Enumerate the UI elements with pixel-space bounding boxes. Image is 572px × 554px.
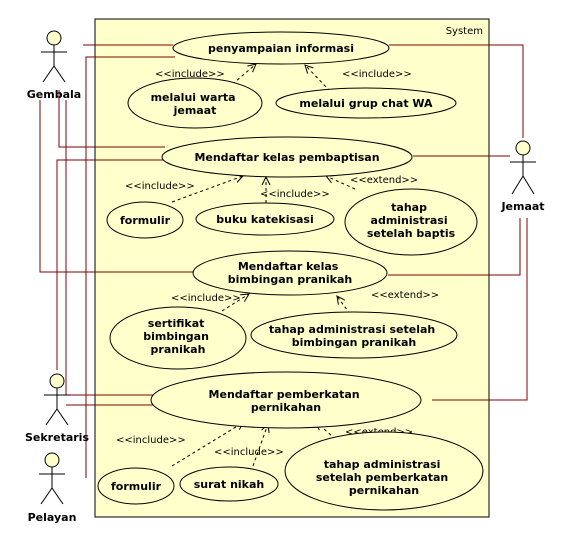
associations [39,44,528,478]
usecase-buku-katekisasi[interactable] [195,202,335,236]
assoc-pelayan-informasi [85,56,175,478]
assoc-gembala-pembaptisan [58,90,165,148]
usecase-surat-nikah[interactable] [179,466,279,502]
usecase-pemberkatan-label: Mendaftar pemberkatan pernikahan [209,388,364,414]
dep-include-grup [305,65,331,92]
dep-extend-pranikah [337,296,351,315]
usecase-surat-nikah-label: surat nikah [194,478,265,491]
usecase-sertifikat[interactable] [109,306,247,370]
dependencies [171,64,356,467]
system-label: System [446,26,483,37]
label-include-formulir-2: <<include>> [116,435,186,446]
usecase-admin-baptis-label: tahap administrasi setelah baptis [367,201,456,240]
actor-jemaat-head [515,140,531,156]
actor-jemaat[interactable] [510,140,536,195]
usecase-admin-baptis[interactable] [344,188,478,256]
usecase-kelas-pembaptisan-label: Mendaftar kelas pembaptisan [194,151,379,164]
actor-jemaat-label: Jemaat [500,200,544,213]
actor-sekretaris-head [49,373,65,389]
label-extend-pranikah: <<extend>> [371,290,439,301]
assoc-sekretaris-pembaptisan [56,159,165,370]
usecase-warta-jemaat[interactable] [127,77,263,129]
label-include-grup: <<include>> [342,69,412,80]
usecase-admin-pemberkatan[interactable] [284,431,484,511]
usecase-grup-chat-label: melalui grup chat WA [299,97,433,110]
label-include-buku: <<include>> [260,189,330,200]
assoc-jemaat-pemberkatan [432,218,528,401]
dep-extend-baptis [326,176,356,190]
usecase-warta-jemaat-label: melalui warta jemaat [151,91,240,117]
usecase-penyampaian-informasi-label: penyampaian informasi [208,42,354,55]
label-include-warta: <<include>> [155,69,225,80]
actor-pelayan-label: Pelayan [28,511,77,524]
label-include-sertifikat: <<include>> [171,293,241,304]
label-include-surat: <<include>> [214,447,284,458]
actor-gembala[interactable] [41,30,67,83]
actor-gembala-label: Gembala [27,88,81,101]
usecase-kelas-pranikah-label: Mendaftar kelas bimbingan pranikah [228,260,352,286]
usecase-formulir-1-label: formulir [120,214,171,227]
actor-pelayan-head [44,452,60,468]
usecase-admin-pemberkatan-label: tahap administrasi setelah pemberkatan p… [316,458,452,497]
assoc-gembala-pranikah [39,100,193,273]
usecase-grup-chat[interactable] [275,87,457,119]
usecase-kelas-pembaptisan[interactable] [161,136,413,178]
usecase-kelas-pranikah[interactable] [192,250,388,296]
usecase-formulir-1[interactable] [106,201,184,239]
dep-include-sertifikat [221,294,249,312]
use-case-labels: penyampaian informasi melalui warta jema… [111,42,456,497]
actor-gembala-head [46,30,62,46]
dep-include-surat [252,424,268,467]
assoc-jemaat-informasi [389,44,524,138]
usecase-buku-katekisasi-label: buku katekisasi [216,213,314,226]
usecase-admin-pranikah[interactable] [250,311,458,359]
actor-pelayan[interactable] [39,452,65,505]
usecase-penyampaian-informasi[interactable] [172,31,390,65]
usecase-admin-pranikah-label: tahap administrasi setelah bimbingan pra… [269,323,439,349]
usecase-pemberkatan[interactable] [150,371,422,429]
usecase-sertifikat-label: sertifikat bimbingan pranikah [143,317,213,356]
usecase-formulir-2-label: formulir [111,480,162,493]
use-cases [97,31,484,511]
usecase-formulir-2[interactable] [97,467,175,505]
label-include-formulir-1: <<include>> [125,181,195,192]
actor-sekretaris[interactable] [44,373,70,426]
label-extend-baptis: <<extend>> [350,175,418,186]
actor-sekretaris-label: Sekretaris [25,431,89,444]
assoc-jemaat-pranikah [388,218,521,276]
dep-include-formulir-1 [171,176,243,203]
dep-include-formulir-2 [171,422,244,467]
